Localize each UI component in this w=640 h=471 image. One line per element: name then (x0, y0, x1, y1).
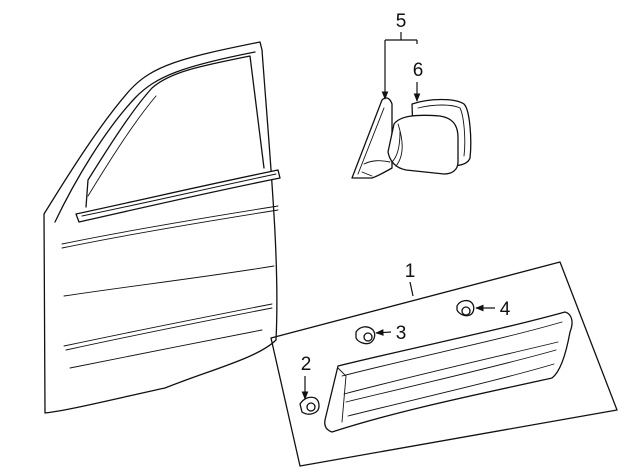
callout-5: 5 (396, 11, 407, 32)
clip-2 (299, 396, 320, 415)
callout-4: 4 (500, 299, 511, 320)
outside-mirror (351, 97, 472, 179)
molding-panel (270, 261, 618, 467)
callout-1: 1 (405, 261, 416, 282)
clip-3 (355, 326, 376, 345)
callout-2: 2 (301, 354, 312, 375)
callout-leaders (301, 32, 495, 400)
body-side-molding (324, 311, 573, 433)
front-door-shell (43, 41, 281, 414)
clip-4 (456, 299, 475, 317)
callout-3: 3 (396, 323, 407, 344)
callout-6: 6 (413, 60, 424, 81)
